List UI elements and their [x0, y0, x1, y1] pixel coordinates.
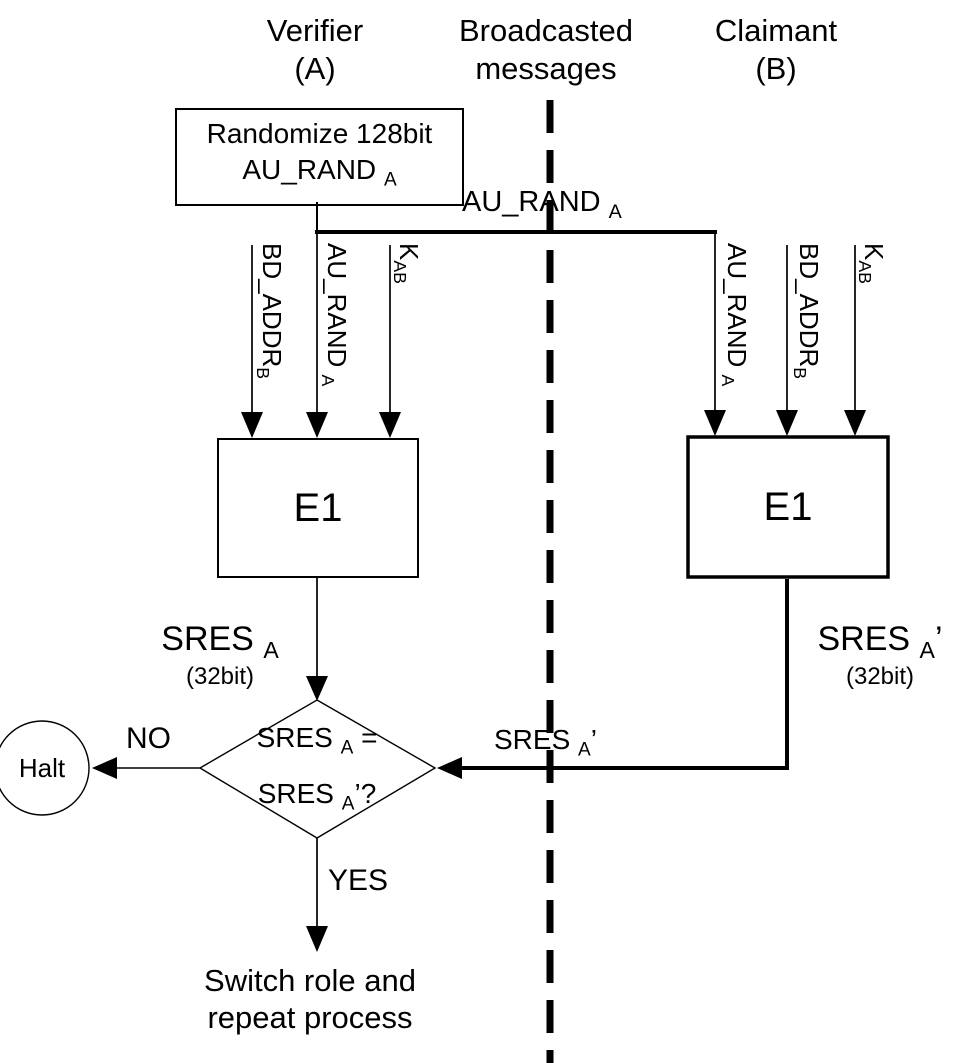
broadcast-message-au-rand: AU_RAND A — [462, 186, 622, 223]
halt-circle — [0, 720, 90, 816]
verifier-role: (A) — [294, 51, 336, 86]
input-label-au-rand-right: AU_RAND A — [717, 243, 752, 387]
bd-addr-left-arrowhead — [241, 412, 263, 438]
decision-text: SRES A = SRES A’? — [237, 715, 397, 826]
verifier-label: Verifier — [266, 13, 364, 48]
decision-line2: SRES A’? — [257, 777, 377, 815]
yes-branch-arrowhead — [306, 926, 328, 952]
sres-left-arrowhead — [306, 676, 328, 701]
input-label-bd-addr-right: BD_ADDRB — [789, 243, 824, 380]
randomize-line1: Randomize 128bit — [206, 117, 433, 149]
halt-label: Halt — [18, 753, 66, 783]
input-label-k-ab-left: KAB — [389, 243, 424, 284]
e1-box-left — [217, 438, 419, 578]
yes-label: YES — [328, 864, 389, 897]
au-rand-right-arrowhead — [704, 410, 726, 436]
column-header-broadcast: Broadcasted messages — [451, 12, 641, 88]
input-label-au-rand-left: AU_RAND A — [317, 243, 352, 387]
k-ab-right-arrowhead — [844, 410, 866, 436]
claimant-label: Claimant — [714, 13, 838, 48]
result-line1: Switch role and — [204, 963, 416, 998]
sres-message-label: SRES A’ — [494, 724, 597, 761]
randomize-line2: AU_RAND A — [242, 153, 397, 191]
input-label-bd-addr-left: BD_ADDRB — [252, 243, 287, 380]
e1-label-right: E1 — [763, 484, 813, 529]
sres-right-label: SRES A’ (32bit) — [806, 620, 954, 690]
broadcast-label: Broadcasted — [458, 13, 634, 48]
sres-right-line — [461, 579, 789, 770]
decision-line1: SRES A = — [256, 722, 378, 759]
k-ab-left-arrowhead — [379, 412, 401, 438]
claimant-role: (B) — [755, 51, 797, 86]
sres-left-bits: (32bit) — [185, 662, 255, 690]
broadcast-label2: messages — [475, 51, 617, 86]
randomize-box: Randomize 128bit AU_RAND A — [175, 108, 464, 206]
sres-right-bits: (32bit) — [845, 662, 915, 690]
bd-addr-right-arrowhead — [776, 410, 798, 436]
au-rand-left-arrowhead — [306, 412, 328, 438]
no-branch-arrowhead — [92, 757, 117, 779]
sres-right-name: SRES A’ — [817, 620, 943, 663]
sres-left-label: SRES A (32bit) — [152, 620, 288, 690]
result-text: Switch role and repeat process — [180, 962, 440, 1036]
e1-box-right — [686, 435, 890, 579]
sres-left-name: SRES A — [161, 620, 279, 663]
sres-right-arrowhead — [437, 757, 462, 779]
e1-label-left: E1 — [293, 485, 343, 530]
no-label: NO — [126, 722, 171, 755]
column-header-verifier: Verifier (A) — [230, 12, 400, 88]
input-label-k-ab-right: KAB — [854, 243, 889, 284]
column-header-claimant: Claimant (B) — [691, 12, 861, 88]
result-line2: repeat process — [207, 1000, 413, 1035]
